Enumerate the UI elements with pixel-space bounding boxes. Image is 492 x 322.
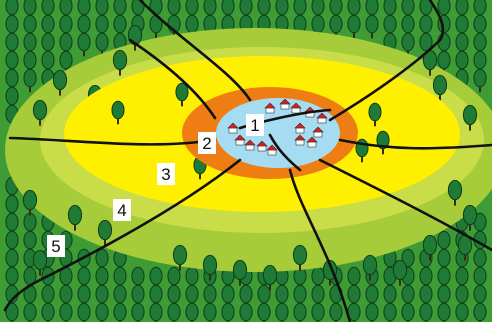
zone-2-label: 2 [202, 134, 211, 153]
zone-5-label: 5 [51, 237, 60, 256]
zone-4-label: 4 [117, 201, 126, 220]
zone-1-label: 1 [250, 116, 259, 135]
zone-3-label: 3 [161, 165, 170, 184]
